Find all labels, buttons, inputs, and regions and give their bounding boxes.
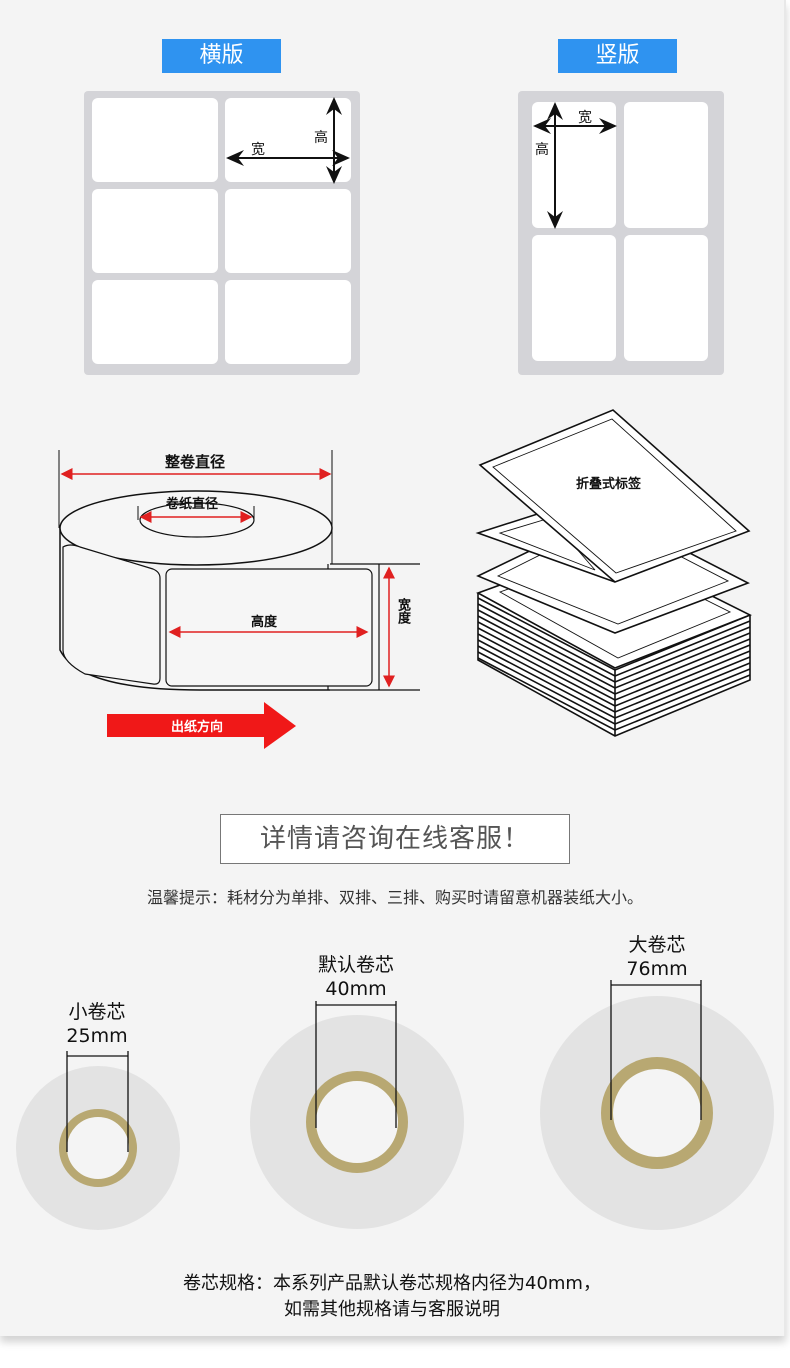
fanfold-label-stack-icon bbox=[475, 409, 752, 737]
height-dimension-label: 高度 bbox=[251, 615, 278, 630]
vertical-layout-tag: 竖版 bbox=[558, 39, 677, 73]
core-spec-note: 卷芯规格：本系列产品默认卷芯规格内径为40mm， 如需其他规格请与客服说明 bbox=[0, 1271, 784, 1323]
label-cell bbox=[92, 98, 218, 182]
vertical-label-sheet bbox=[518, 91, 724, 375]
core-large: 大卷芯 76mm bbox=[607, 933, 707, 981]
core-small: 小卷芯 25mm bbox=[47, 1000, 147, 1048]
horizontal-label-sheet bbox=[84, 91, 360, 375]
feed-direction-label: 出纸方向 bbox=[171, 720, 224, 735]
label-cell bbox=[624, 235, 708, 361]
label-cell bbox=[92, 189, 218, 273]
fanfold-label: 折叠式标签 bbox=[576, 477, 642, 492]
warm-tip-text: 温馨提示：耗材分为单排、双排、三排、购买时请留意机器装纸大小。 bbox=[146, 888, 643, 907]
label-cell bbox=[92, 280, 218, 364]
core-size-comparison-icon bbox=[16, 980, 774, 1230]
core-small-name: 小卷芯 bbox=[68, 1001, 126, 1023]
label-cell bbox=[532, 235, 616, 361]
page-background: 横版 宽 高 竖版 宽 高 bbox=[0, 0, 786, 1336]
width-label: 宽 bbox=[578, 110, 592, 126]
width-dimension-label: 宽度 bbox=[395, 598, 410, 624]
core-large-size: 76mm bbox=[626, 958, 688, 980]
vertical-dimension-arrows-icon bbox=[533, 102, 617, 229]
consult-online-service-banner: 详情请咨询在线客服！ bbox=[220, 814, 570, 864]
core-spec-line2: 如需其他规格请与客服说明 bbox=[284, 1299, 500, 1320]
label-roll-diagram-icon bbox=[58, 450, 420, 749]
core-small-size: 25mm bbox=[66, 1025, 128, 1047]
label-cell bbox=[225, 280, 351, 364]
core-diameter-label: 卷纸直径 bbox=[166, 497, 219, 512]
full-diameter-label: 整卷直径 bbox=[165, 453, 226, 471]
core-default-name: 默认卷芯 bbox=[317, 954, 394, 976]
label-cell bbox=[624, 102, 708, 228]
width-label: 宽 bbox=[251, 142, 265, 158]
core-large-name: 大卷芯 bbox=[628, 934, 686, 956]
core-spec-line1: 卷芯规格：本系列产品默认卷芯规格内径为40mm， bbox=[183, 1273, 601, 1294]
label-cell bbox=[225, 189, 351, 273]
horizontal-layout-tag: 横版 bbox=[162, 39, 281, 73]
height-label: 高 bbox=[535, 142, 549, 158]
height-label: 高 bbox=[314, 130, 328, 146]
core-default: 默认卷芯 40mm bbox=[300, 953, 412, 1001]
core-default-size: 40mm bbox=[325, 978, 387, 1000]
